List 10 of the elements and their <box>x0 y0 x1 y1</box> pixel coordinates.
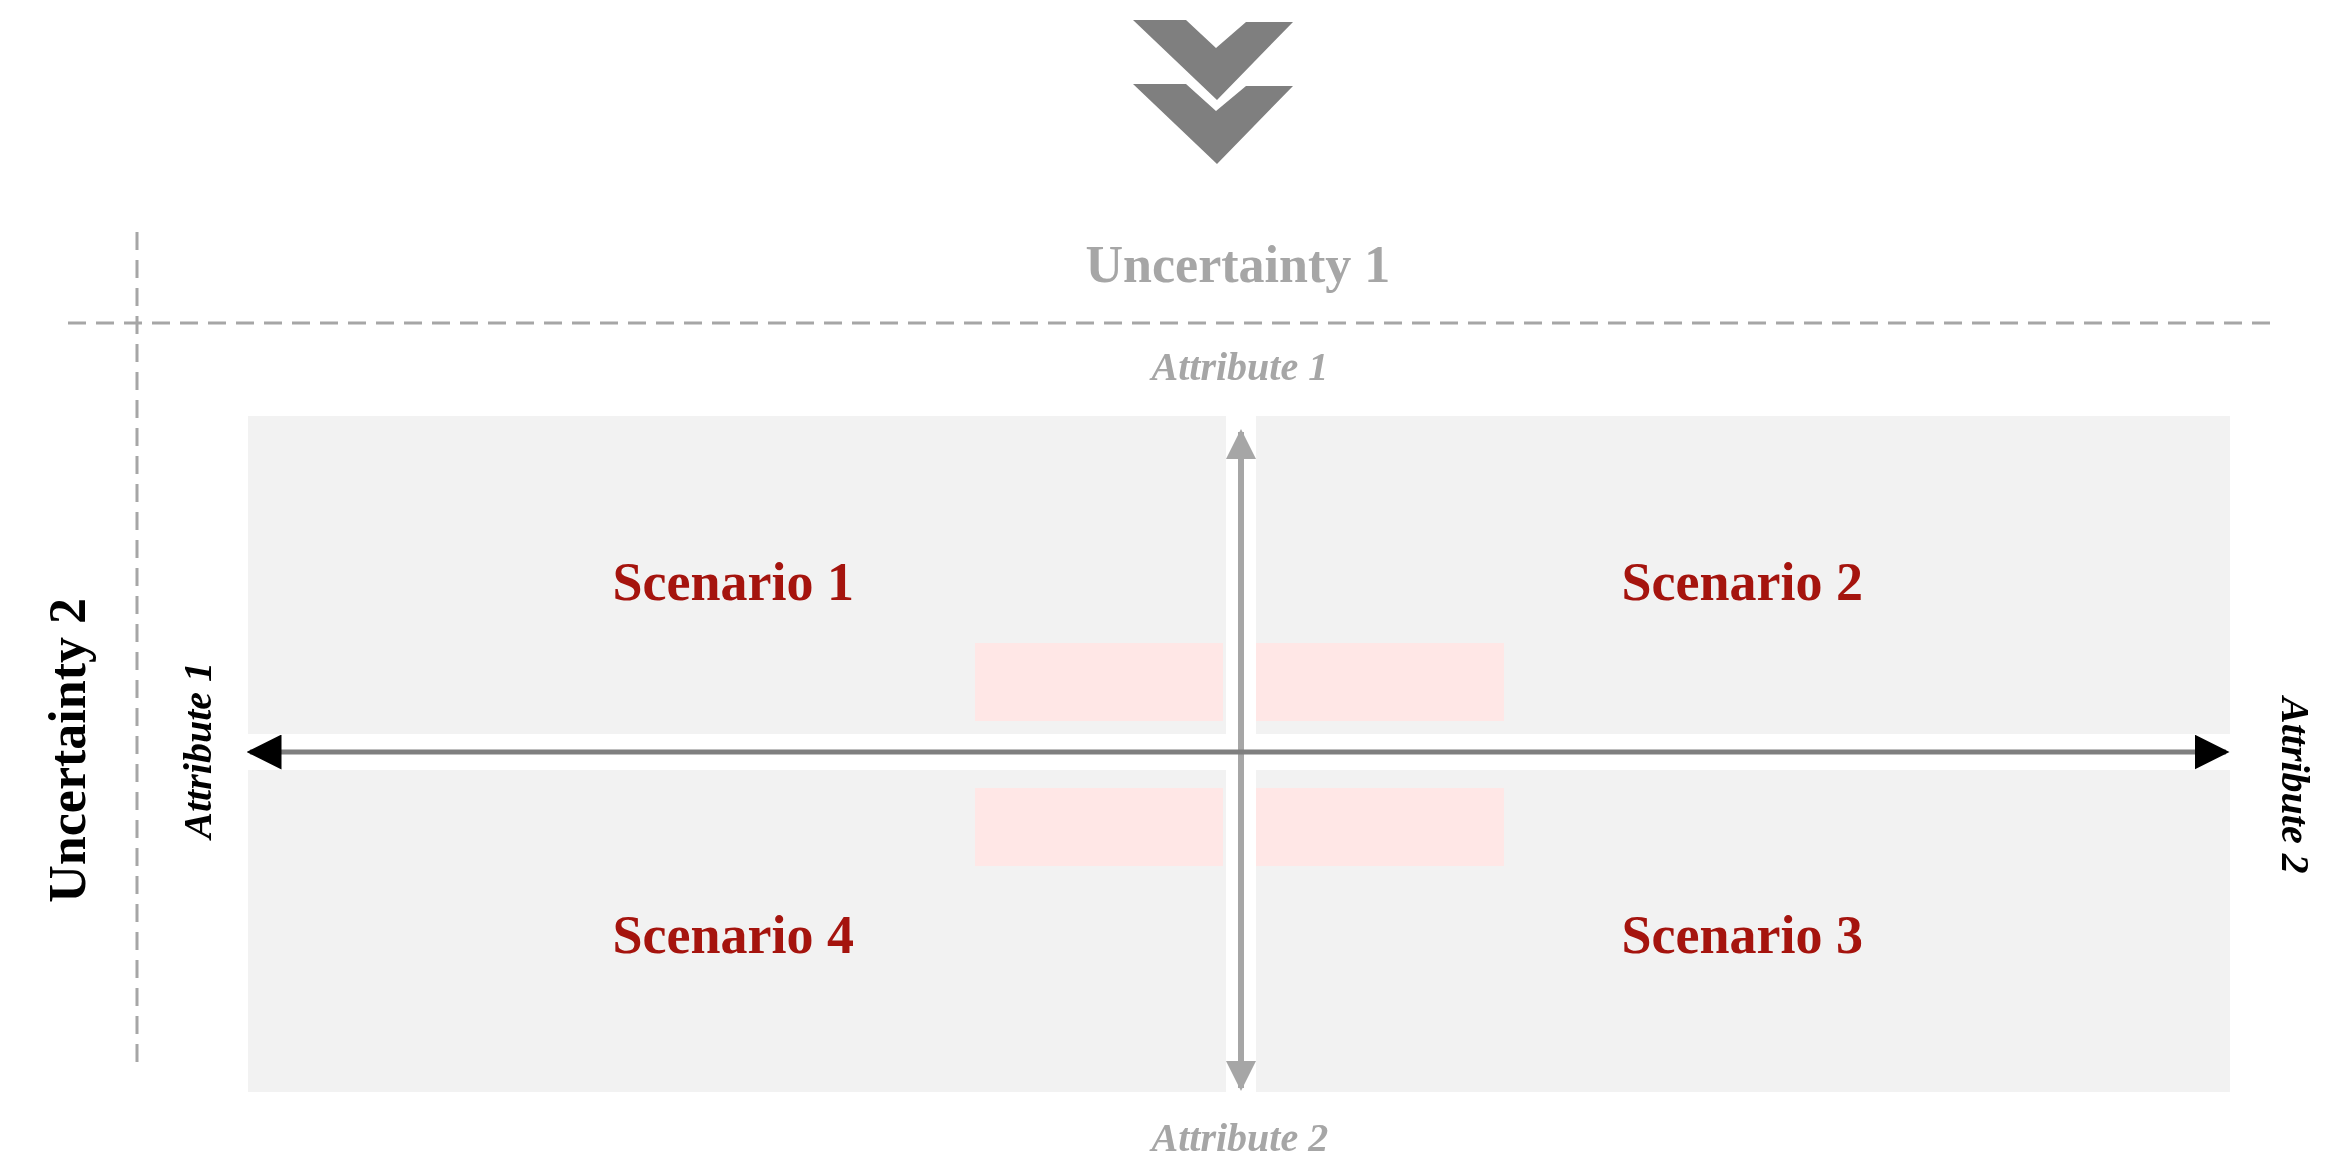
axis-label: Attribute 1 <box>1151 347 1329 387</box>
quadrant-label: Scenario 3 <box>1621 908 1863 962</box>
quadrant-label: Scenario 4 <box>612 908 854 962</box>
quadrant-label: Scenario 1 <box>612 555 854 609</box>
axis-label: Attribute 2 <box>1151 1118 1329 1158</box>
axis-title: Uncertainty 1 <box>1085 239 1391 291</box>
axis-label: Attribute 1 <box>178 661 218 839</box>
axis-label: Attribute 2 <box>2275 696 2315 874</box>
axis-title: Uncertainty 2 <box>42 597 94 903</box>
quadrant-label: Scenario 2 <box>1621 555 1863 609</box>
